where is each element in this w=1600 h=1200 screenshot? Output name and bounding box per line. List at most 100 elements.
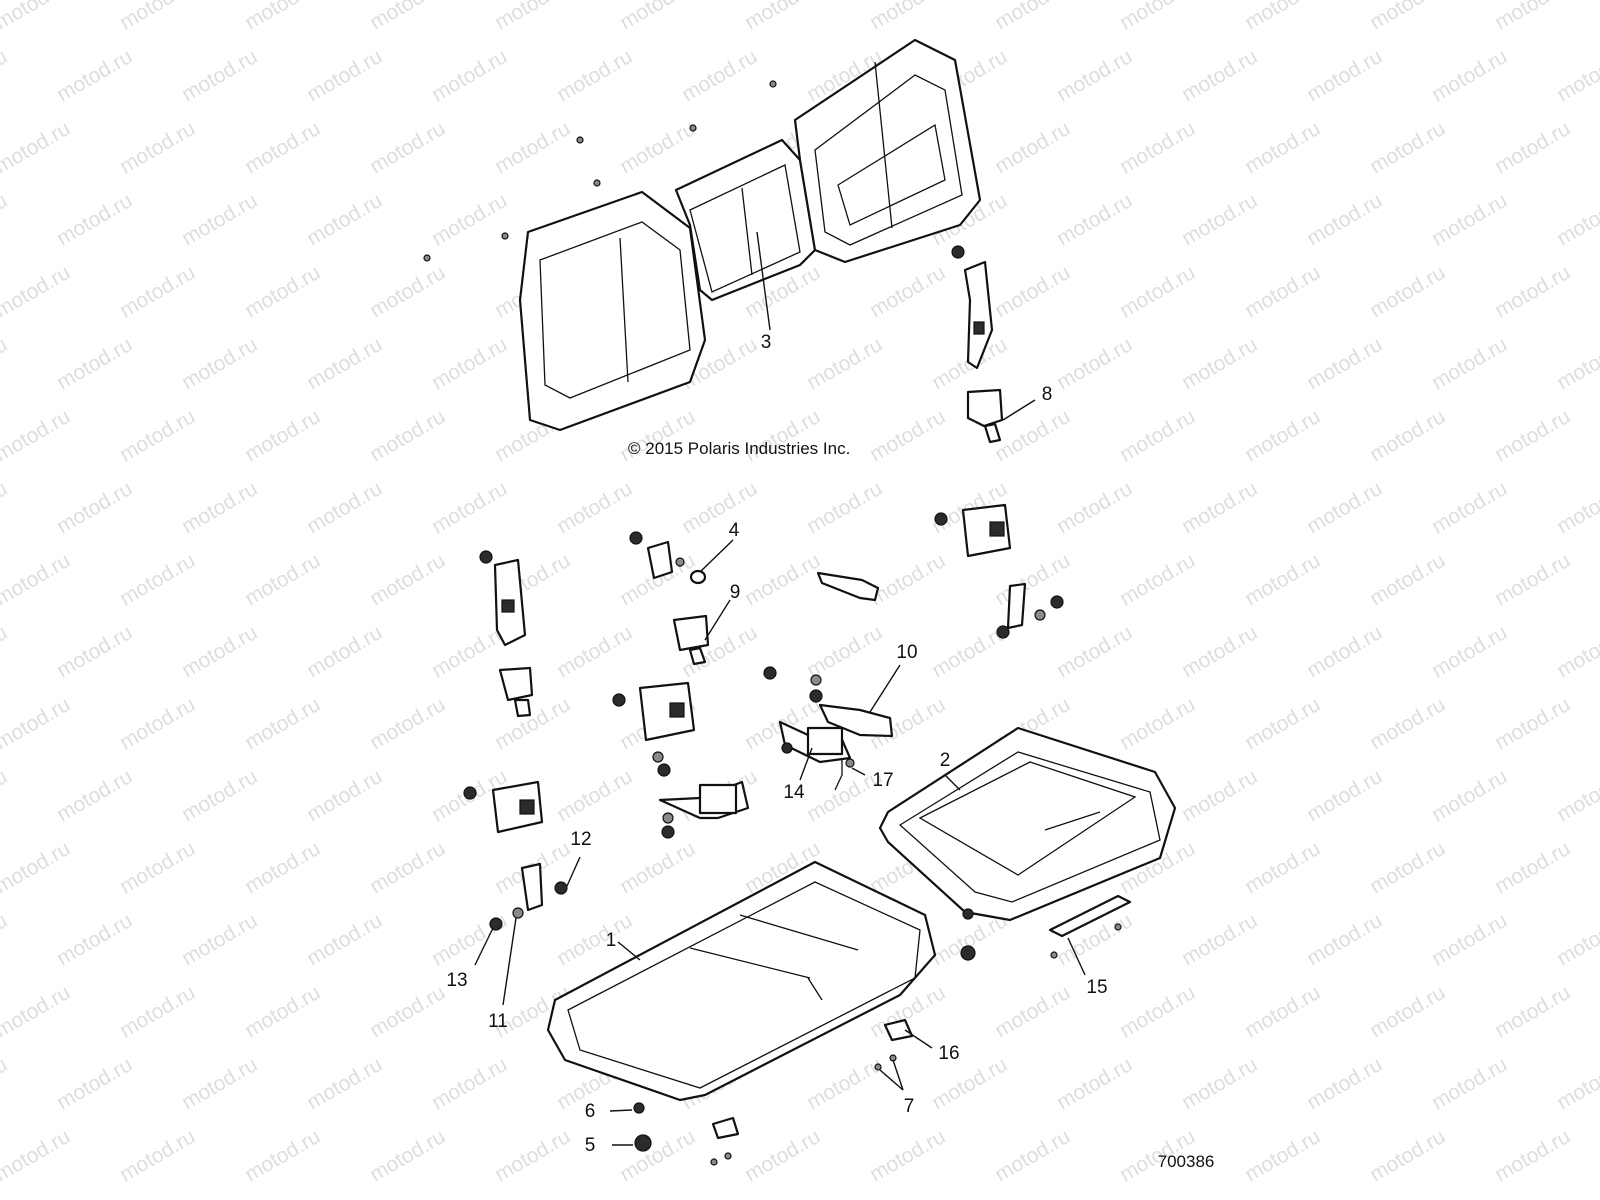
callout-labels: 3 8 4 9 10 14 17 2 1 12 13 11 15 16 7 6 …: [446, 332, 1107, 1156]
watermark-text: motod.ru: [1178, 909, 1261, 970]
watermark-text: motod.ru: [1116, 549, 1199, 610]
watermark-text: motod.ru: [0, 405, 74, 466]
watermark-text: motod.ru: [1491, 549, 1574, 610]
watermark-text: motod.ru: [53, 765, 136, 826]
watermark-text: motod.ru: [616, 1125, 699, 1186]
watermark-text: motod.ru: [491, 1125, 574, 1186]
watermark-text: motod.ru: [1428, 909, 1511, 970]
watermark-text: motod.ru: [366, 0, 449, 34]
watermark-text: motod.ru: [116, 117, 199, 178]
watermark-text: motod.ru: [616, 0, 699, 34]
watermark-text: motod.ru: [0, 45, 11, 106]
watermark-text: motod.ru: [178, 333, 261, 394]
watermark-text: motod.ru: [991, 0, 1074, 34]
watermark-text: motod.ru: [1366, 837, 1449, 898]
watermark-text: motod.ru: [178, 477, 261, 538]
watermark-text: motod.ru: [178, 621, 261, 682]
watermark-text: motod.ru: [1366, 549, 1449, 610]
watermark-text: motod.ru: [116, 837, 199, 898]
watermark-text: motod.ru: [428, 189, 511, 250]
watermark-text: motod.ru: [553, 765, 636, 826]
callout-6: 6: [585, 1101, 596, 1122]
watermark-text: motod.ru: [866, 261, 949, 322]
watermark-text: motod.ru: [1491, 981, 1574, 1042]
watermark-text: motod.ru: [1428, 45, 1511, 106]
watermark-text: motod.ru: [1178, 189, 1261, 250]
watermark-text: motod.ru: [0, 261, 74, 322]
watermark-text: motod.ru: [1428, 189, 1511, 250]
watermark-text: motod.ru: [1116, 117, 1199, 178]
watermark-text: motod.ru: [241, 693, 324, 754]
watermark-text: motod.ru: [741, 0, 824, 34]
watermark-text: motod.ru: [303, 477, 386, 538]
watermark-text: motod.ru: [866, 549, 949, 610]
watermark-text: motod.ru: [1366, 261, 1449, 322]
watermark-text: motod.ru: [53, 189, 136, 250]
callout-12: 12: [570, 829, 591, 850]
watermark-text: motod.ru: [303, 621, 386, 682]
watermark-text: motod.ru: [991, 1125, 1074, 1186]
callout-11: 11: [488, 1011, 508, 1032]
watermark-text: motod.ru: [53, 45, 136, 106]
callout-3: 3: [761, 332, 772, 353]
watermark-text: motod.ru: [1116, 693, 1199, 754]
watermark-text: motod.ru: [1428, 621, 1511, 682]
watermark-text: motod.ru: [1553, 1053, 1600, 1114]
watermark-text: motod.ru: [1178, 765, 1261, 826]
callout-7: 7: [904, 1096, 915, 1117]
watermark-text: motod.ru: [491, 0, 574, 34]
watermark-text: motod.ru: [1116, 981, 1199, 1042]
left-bracket-hardware: [489, 862, 568, 931]
watermark-text: motod.ru: [1053, 477, 1136, 538]
watermark-text: motod.ru: [53, 333, 136, 394]
watermark-text: motod.ru: [1553, 621, 1600, 682]
watermark-text: motod.ru: [1053, 1053, 1136, 1114]
watermark-text: motod.ru: [1553, 477, 1600, 538]
watermark-text: motod.ru: [1053, 189, 1136, 250]
watermark-text: motod.ru: [741, 549, 824, 610]
watermark-text: motod.ru: [1491, 405, 1574, 466]
watermark-text: motod.ru: [366, 117, 449, 178]
watermark-text: motod.ru: [1553, 765, 1600, 826]
watermark-text: motod.ru: [1116, 0, 1199, 34]
watermark-text: motod.ru: [1491, 1125, 1574, 1186]
watermark-text: motod.ru: [553, 909, 636, 970]
watermark-text: motod.ru: [303, 333, 386, 394]
watermark-text: motod.ru: [1491, 0, 1574, 34]
watermark-text: motod.ru: [991, 117, 1074, 178]
leader-lines: [474, 231, 1086, 1146]
watermark-text: motod.ru: [1241, 261, 1324, 322]
watermark-text: motod.ru: [116, 261, 199, 322]
watermark-text: motod.ru: [1553, 909, 1600, 970]
watermark-text: motod.ru: [178, 1053, 261, 1114]
watermark-text: motod.ru: [1366, 405, 1449, 466]
watermark-text: motod.ru: [1241, 405, 1324, 466]
watermark-text: motod.ru: [0, 837, 74, 898]
watermark-text: motod.ru: [428, 45, 511, 106]
watermark-text: motod.ru: [366, 693, 449, 754]
watermark-text: motod.ru: [241, 981, 324, 1042]
watermark-text: motod.ru: [491, 693, 574, 754]
watermark-text: motod.ru: [366, 981, 449, 1042]
watermark-text: motod.ru: [0, 0, 74, 34]
watermark-text: motod.ru: [53, 477, 136, 538]
callout-1: 1: [606, 930, 617, 951]
watermark-text: motod.ru: [303, 189, 386, 250]
seat-bottom-part-2: [878, 726, 1177, 961]
watermark-text: motod.ru: [0, 765, 11, 826]
watermark-text: motod.ru: [1303, 909, 1386, 970]
watermark-text: motod.ru: [1366, 0, 1449, 34]
watermark-text: motod.ru: [1178, 1053, 1261, 1114]
watermark-text: motod.ru: [303, 909, 386, 970]
watermark-text: motod.ru: [991, 261, 1074, 322]
watermark-text: motod.ru: [241, 0, 324, 34]
watermark-text: motod.ru: [1178, 333, 1261, 394]
watermark-text: motod.ru: [0, 189, 11, 250]
watermark-text: motod.ru: [241, 1125, 324, 1186]
watermark-text: motod.ru: [803, 1053, 886, 1114]
watermark-text: motod.ru: [303, 1053, 386, 1114]
watermark-text: motod.ru: [1241, 0, 1324, 34]
watermark-text: motod.ru: [1366, 693, 1449, 754]
callout-8: 8: [1042, 384, 1053, 405]
